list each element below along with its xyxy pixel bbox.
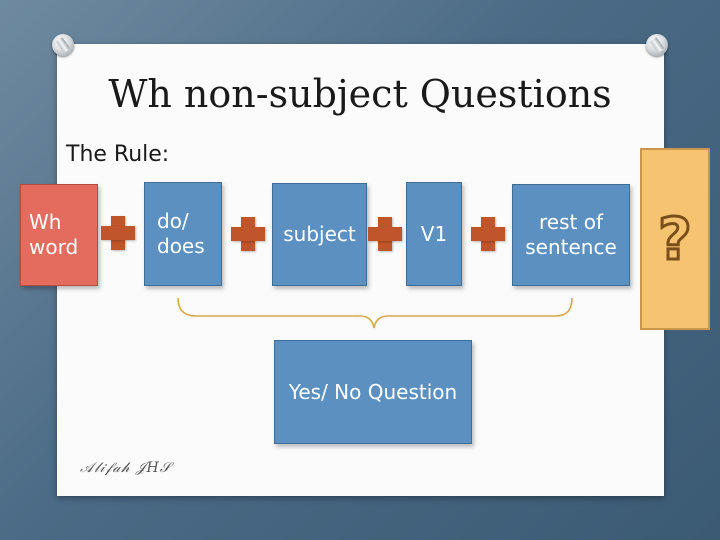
author-signature: 𝒜𝓁𝒾𝒻𝒶𝒽 𝒥𝐻𝒮 <box>80 460 172 476</box>
wh-word-text: Wh word <box>29 210 79 259</box>
v1-text: V1 <box>420 221 448 246</box>
yes-no-question-box: Yes/ No Question <box>274 340 472 444</box>
wh-word-box: Wh word <box>20 184 98 286</box>
do-does-box: do/ does <box>144 182 222 286</box>
rule-label: The Rule: <box>66 142 170 167</box>
subject-box: subject <box>272 183 367 286</box>
plus-icon <box>368 217 402 251</box>
plus-icon <box>471 217 505 251</box>
plus-icon <box>101 216 135 250</box>
pushpin-icon <box>646 34 668 56</box>
do-does-text: do/ does <box>157 209 205 258</box>
rest-of-sentence-box: rest of sentence <box>512 184 630 286</box>
subject-text: subject <box>283 222 356 246</box>
slide-title: Wh non-subject Questions <box>108 72 612 116</box>
yes-no-question-text: Yes/ No Question <box>288 379 458 404</box>
plus-icon <box>231 217 265 251</box>
rest-of-sentence-text: rest of sentence <box>525 210 617 259</box>
pushpin-icon <box>52 34 74 56</box>
v1-box: V1 <box>406 182 462 286</box>
question-mark-icon: ? <box>657 205 694 273</box>
question-mark-box: ? <box>640 148 710 330</box>
